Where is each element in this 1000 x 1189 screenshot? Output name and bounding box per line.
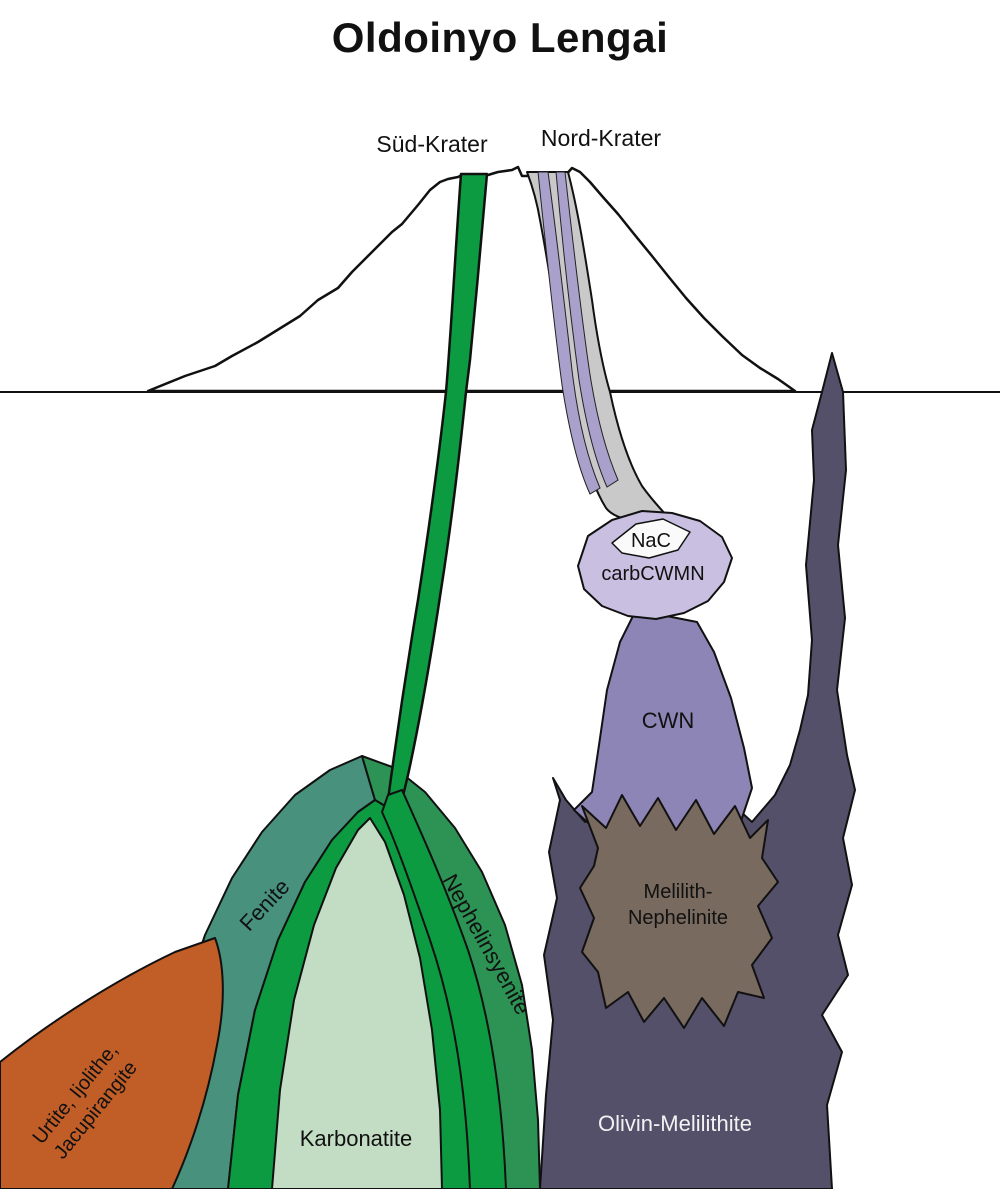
karbonatite-label: Karbonatite	[300, 1126, 413, 1151]
melilith-nephelinite-region	[579, 794, 779, 1029]
nac-label: NaC	[631, 530, 671, 552]
karbonatite-region	[271, 817, 443, 1189]
conduit-lilac-strand-left	[537, 171, 601, 495]
sud-krater-label: Süd-Krater	[376, 131, 488, 157]
nac-region	[611, 518, 691, 559]
urtite-ijolithe-region	[0, 937, 224, 1189]
melilith-label-line1: Melilith-	[644, 881, 713, 903]
cwn-label: CWN	[642, 708, 695, 733]
conduit-lilac-strand-right	[555, 171, 619, 488]
carbcwmn-label: carbCWMN	[601, 563, 704, 585]
melilith-label-line2: Nephelinite	[628, 907, 728, 929]
nord-krater-label: Nord-Krater	[541, 125, 661, 151]
olivin-melilithite-label: Olivin-Melilithite	[598, 1111, 752, 1136]
page-title: Oldoinyo Lengai	[332, 14, 669, 61]
carbcwmn-region	[577, 510, 733, 620]
